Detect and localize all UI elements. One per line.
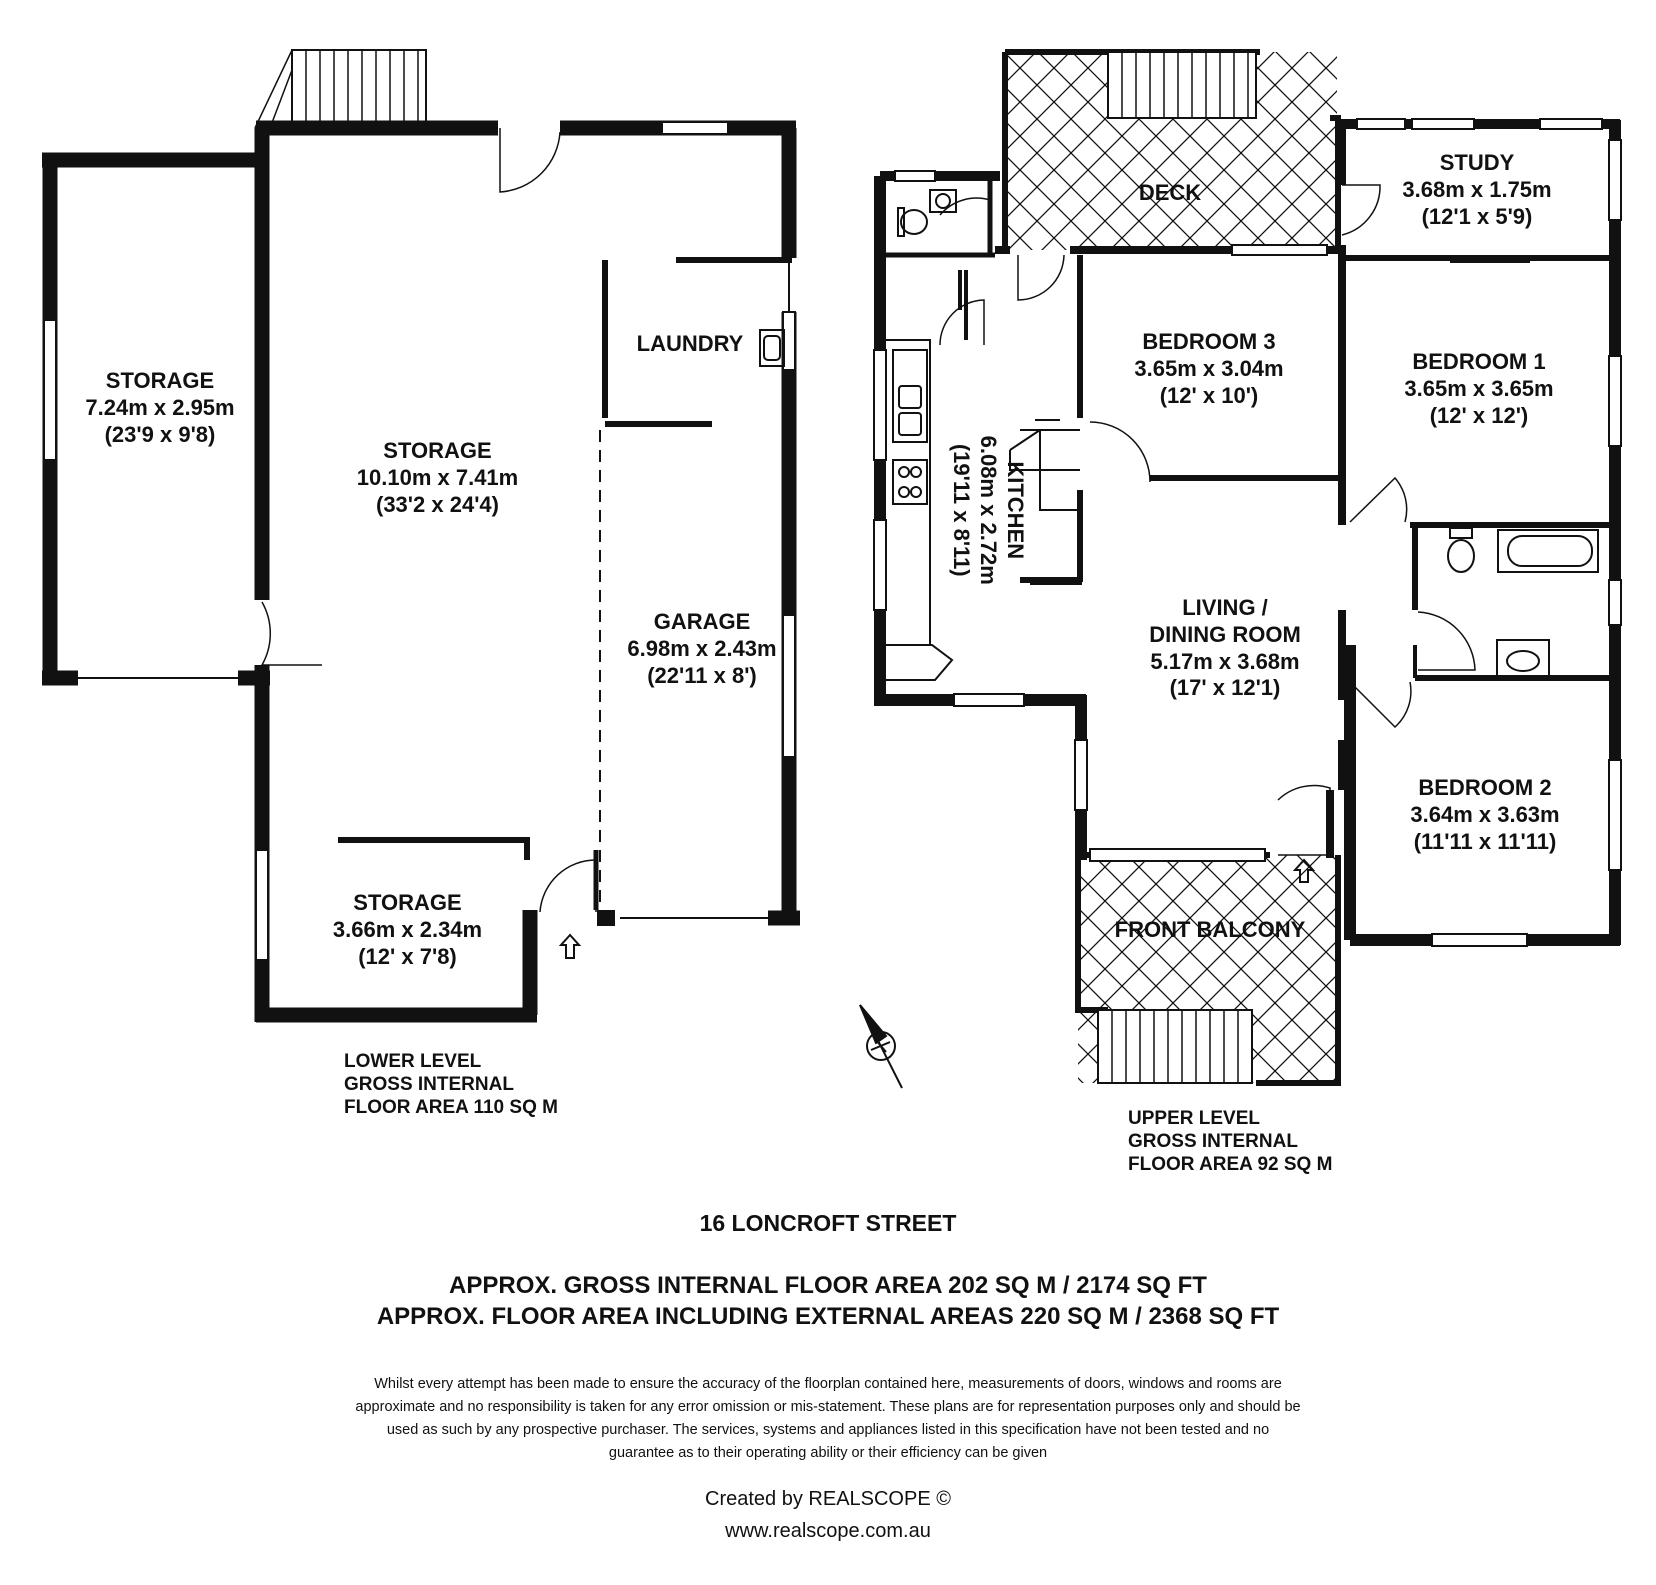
door xyxy=(539,859,597,913)
window xyxy=(953,693,1025,707)
window xyxy=(255,849,269,961)
door xyxy=(1417,611,1476,671)
door xyxy=(499,128,561,193)
window xyxy=(1608,759,1622,871)
door xyxy=(1349,681,1412,729)
entry-arrow-icon xyxy=(1292,858,1316,883)
room-label-storage-left: STORAGE 7.24m x 2.95m (23'9 x 9'8) xyxy=(85,368,235,447)
window xyxy=(1231,244,1328,256)
door xyxy=(1277,784,1331,856)
window xyxy=(1089,848,1266,862)
room-label-kitchen: KITCHEN 6.08m x 2.72m (19'11 x 8'11) xyxy=(949,435,1029,585)
window xyxy=(1074,739,1088,811)
disclaimer: Whilst every attempt has been made to en… xyxy=(355,1376,1301,1461)
room-label-front-balcony: FRONT BALCONY xyxy=(1114,917,1306,942)
room-label-garage: GARAGE 6.98m x 2.43m (22'11 x 8') xyxy=(627,609,777,688)
counter xyxy=(886,339,931,645)
toilet-icon xyxy=(1447,527,1475,573)
window xyxy=(873,519,887,611)
room-label-bedroom-3: BEDROOM 3 3.65m x 3.04m (12' x 10') xyxy=(1134,329,1284,408)
credit-created-by: Created by REALSCOPE © xyxy=(705,1488,951,1510)
window xyxy=(1608,355,1622,447)
room-label-storage-main: STORAGE 10.10m x 7.41m (33'2 x 24'4) xyxy=(356,438,519,517)
door xyxy=(1349,476,1408,523)
wall-post xyxy=(597,910,615,926)
window xyxy=(1539,118,1603,130)
room-label-storage-small: STORAGE 3.66m x 2.34m (12' x 7'8) xyxy=(332,890,483,969)
lower-level-area-label: LOWER LEVEL GROSS INTERNAL FLOOR AREA 11… xyxy=(344,1051,558,1118)
wall xyxy=(1330,115,1341,250)
compass-icon xyxy=(859,1004,903,1089)
upper-level-plan xyxy=(873,49,1622,1086)
window xyxy=(43,319,57,461)
window xyxy=(1608,579,1622,626)
cooktop-icon xyxy=(892,459,928,505)
credit-website[interactable]: www.realscope.com.au xyxy=(725,1520,931,1542)
window xyxy=(661,121,729,135)
door xyxy=(1341,184,1381,236)
stair-rail xyxy=(1009,429,1041,471)
stairs-icon xyxy=(1097,1009,1253,1084)
door xyxy=(1089,421,1151,483)
sink-icon xyxy=(759,329,785,367)
door xyxy=(260,601,322,666)
window xyxy=(1356,118,1406,130)
room-label-living-dining: LIVING / DINING ROOM 5.17m x 3.68m (17' … xyxy=(1149,595,1301,701)
sink-icon xyxy=(892,349,928,443)
basin-icon xyxy=(1496,639,1550,677)
stairs-icon xyxy=(254,49,427,129)
room-label-bedroom-1: BEDROOM 1 3.65m x 3.65m (12' x 12') xyxy=(1404,349,1554,428)
door xyxy=(939,299,985,346)
room-label-study: STUDY 3.68m x 1.75m (12'1 x 5'9) xyxy=(1402,150,1552,229)
window xyxy=(1411,118,1475,130)
bathtub-icon xyxy=(1497,529,1599,573)
window xyxy=(782,614,796,758)
address-title: 16 LONCROFT STREET xyxy=(699,1210,957,1236)
basin-icon xyxy=(929,189,957,213)
summary-line-1: APPROX. GROSS INTERNAL FLOOR AREA 202 SQ… xyxy=(449,1272,1207,1299)
entry-arrow-icon xyxy=(558,933,582,959)
toilet-icon xyxy=(897,207,928,237)
stairs-icon xyxy=(1107,51,1257,119)
door xyxy=(1017,254,1065,301)
room-label-laundry: LAUNDRY xyxy=(636,331,744,356)
counter xyxy=(886,644,954,681)
room-label-deck: DECK xyxy=(1138,180,1202,205)
window xyxy=(894,170,936,182)
window xyxy=(1431,933,1528,947)
window xyxy=(873,349,887,461)
room-label-bedroom-2: BEDROOM 2 3.64m x 3.63m (11'11 x 11'11) xyxy=(1410,775,1560,854)
balcony-edge xyxy=(1256,855,1341,1086)
stair-rail xyxy=(1020,419,1080,511)
lower-level-plan xyxy=(42,49,800,1023)
summary-line-2: APPROX. FLOOR AREA INCLUDING EXTERNAL AR… xyxy=(376,1303,1280,1330)
window xyxy=(1608,139,1622,221)
upper-level-area-label: UPPER LEVEL GROSS INTERNAL FLOOR AREA 92… xyxy=(1128,1108,1333,1175)
